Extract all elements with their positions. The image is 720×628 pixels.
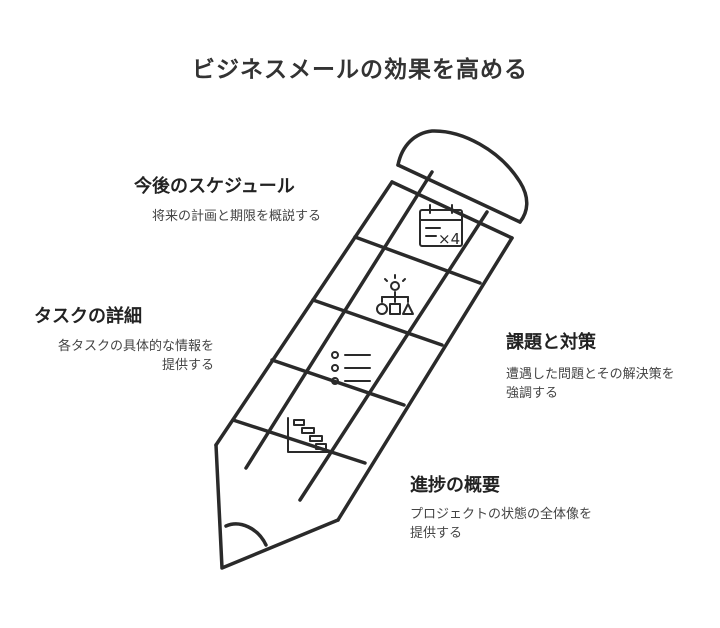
calendar-icon xyxy=(419,204,463,247)
list-icon xyxy=(331,351,371,385)
lightbulb-shapes-icon xyxy=(376,274,414,315)
pencil-eraser-cap xyxy=(396,129,529,224)
pencil-ring-1 xyxy=(353,235,482,285)
desc-task-details-line-1: 各タスクの具体的な情報を xyxy=(57,339,214,354)
heading-progress: 進捗の概要 xyxy=(410,475,500,496)
pencil-ring-4 xyxy=(231,418,367,465)
calendar-badge-text: ×4 xyxy=(438,230,460,248)
pencil-ferrule-line xyxy=(396,163,522,224)
desc-schedule-line: 将来の計画と期限を概説する xyxy=(152,209,322,224)
desc-schedule: 将来の計画と期限を概説する xyxy=(152,207,321,226)
gantt-chart-icon xyxy=(287,417,329,453)
desc-progress: プロジェクトの状態の全体像を 提供する xyxy=(410,505,592,543)
pencil-ring-2 xyxy=(311,298,444,347)
pencil-body-left xyxy=(214,180,394,447)
pencil-body-right xyxy=(336,236,514,522)
desc-progress-line-1: プロジェクトの状態の全体像を xyxy=(410,507,593,522)
desc-task-details-line-2: 提供する xyxy=(161,358,214,373)
heading-issues: 課題と対策 xyxy=(506,332,596,353)
heading-task-details: タスクの詳細 xyxy=(34,306,142,327)
desc-issues-line-1: 遭遇した問題とその解決策を xyxy=(506,367,675,382)
page-title: ビジネスメールの効果を高める xyxy=(192,57,528,83)
pencil-tip-lead xyxy=(224,522,268,547)
heading-schedule: 今後のスケジュール xyxy=(134,176,295,197)
pencil-facet-1 xyxy=(244,170,434,470)
pencil-tip xyxy=(214,443,340,570)
desc-progress-line-2: 提供する xyxy=(410,526,463,541)
desc-issues: 遭遇した問題とその解決策を 強調する xyxy=(506,365,675,403)
pencil-facet-2 xyxy=(298,210,489,502)
desc-issues-line-2: 強調する xyxy=(506,386,559,401)
desc-task-details: 各タスクの具体的な情報を 提供する xyxy=(34,337,214,375)
